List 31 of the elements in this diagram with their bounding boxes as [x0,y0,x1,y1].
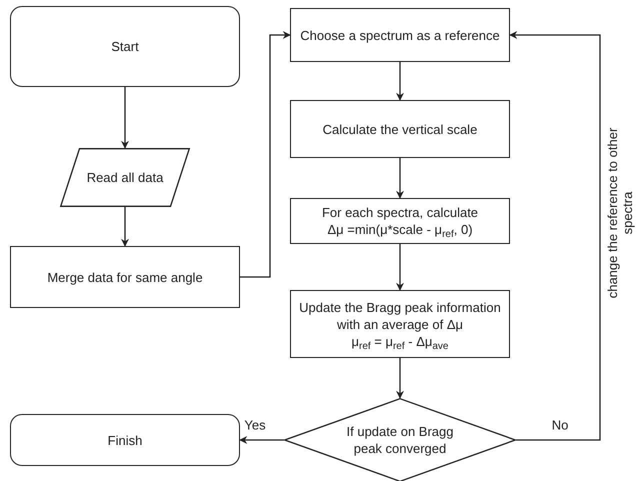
node-text: Calculate the vertical scale [322,120,478,138]
terminal-box [10,6,240,87]
process-box [10,246,240,308]
process-box [290,198,510,244]
decision-diamond [284,398,516,481]
node-text: Finish [108,432,142,448]
arrow [121,87,129,149]
arrow [396,62,404,101]
arrow [396,358,404,399]
arrow [239,436,284,444]
node-text: For each spectra, calculate [322,204,478,221]
side-note: change the reference to other spectra [605,126,635,300]
node-text: Start [111,38,139,55]
node-text: Δμ =min(μ*scale - μ$_{ref}$, 0) [327,221,473,238]
arrow [509,31,601,441]
edge-label: Yes [244,418,266,432]
terminal-box [10,414,240,466]
arrow [396,158,404,199]
node-text: Choose a spectrum as a reference [300,26,500,44]
process-box [290,290,510,358]
arrow [240,31,291,278]
arrow [396,244,404,291]
node-text: μ$_{ref}$ = μ$_{ref}$ - Δμ$_{ave}$ [351,332,448,350]
node-text: Read all data [86,169,164,186]
arrow [121,207,129,247]
node-text: Merge data for same angle [47,268,203,286]
data-parallelogram [60,148,190,207]
process-box [290,100,510,158]
edge-label: No [552,418,568,432]
node-text: If update on Bragg peak converged [346,423,454,457]
process-box [290,8,510,62]
